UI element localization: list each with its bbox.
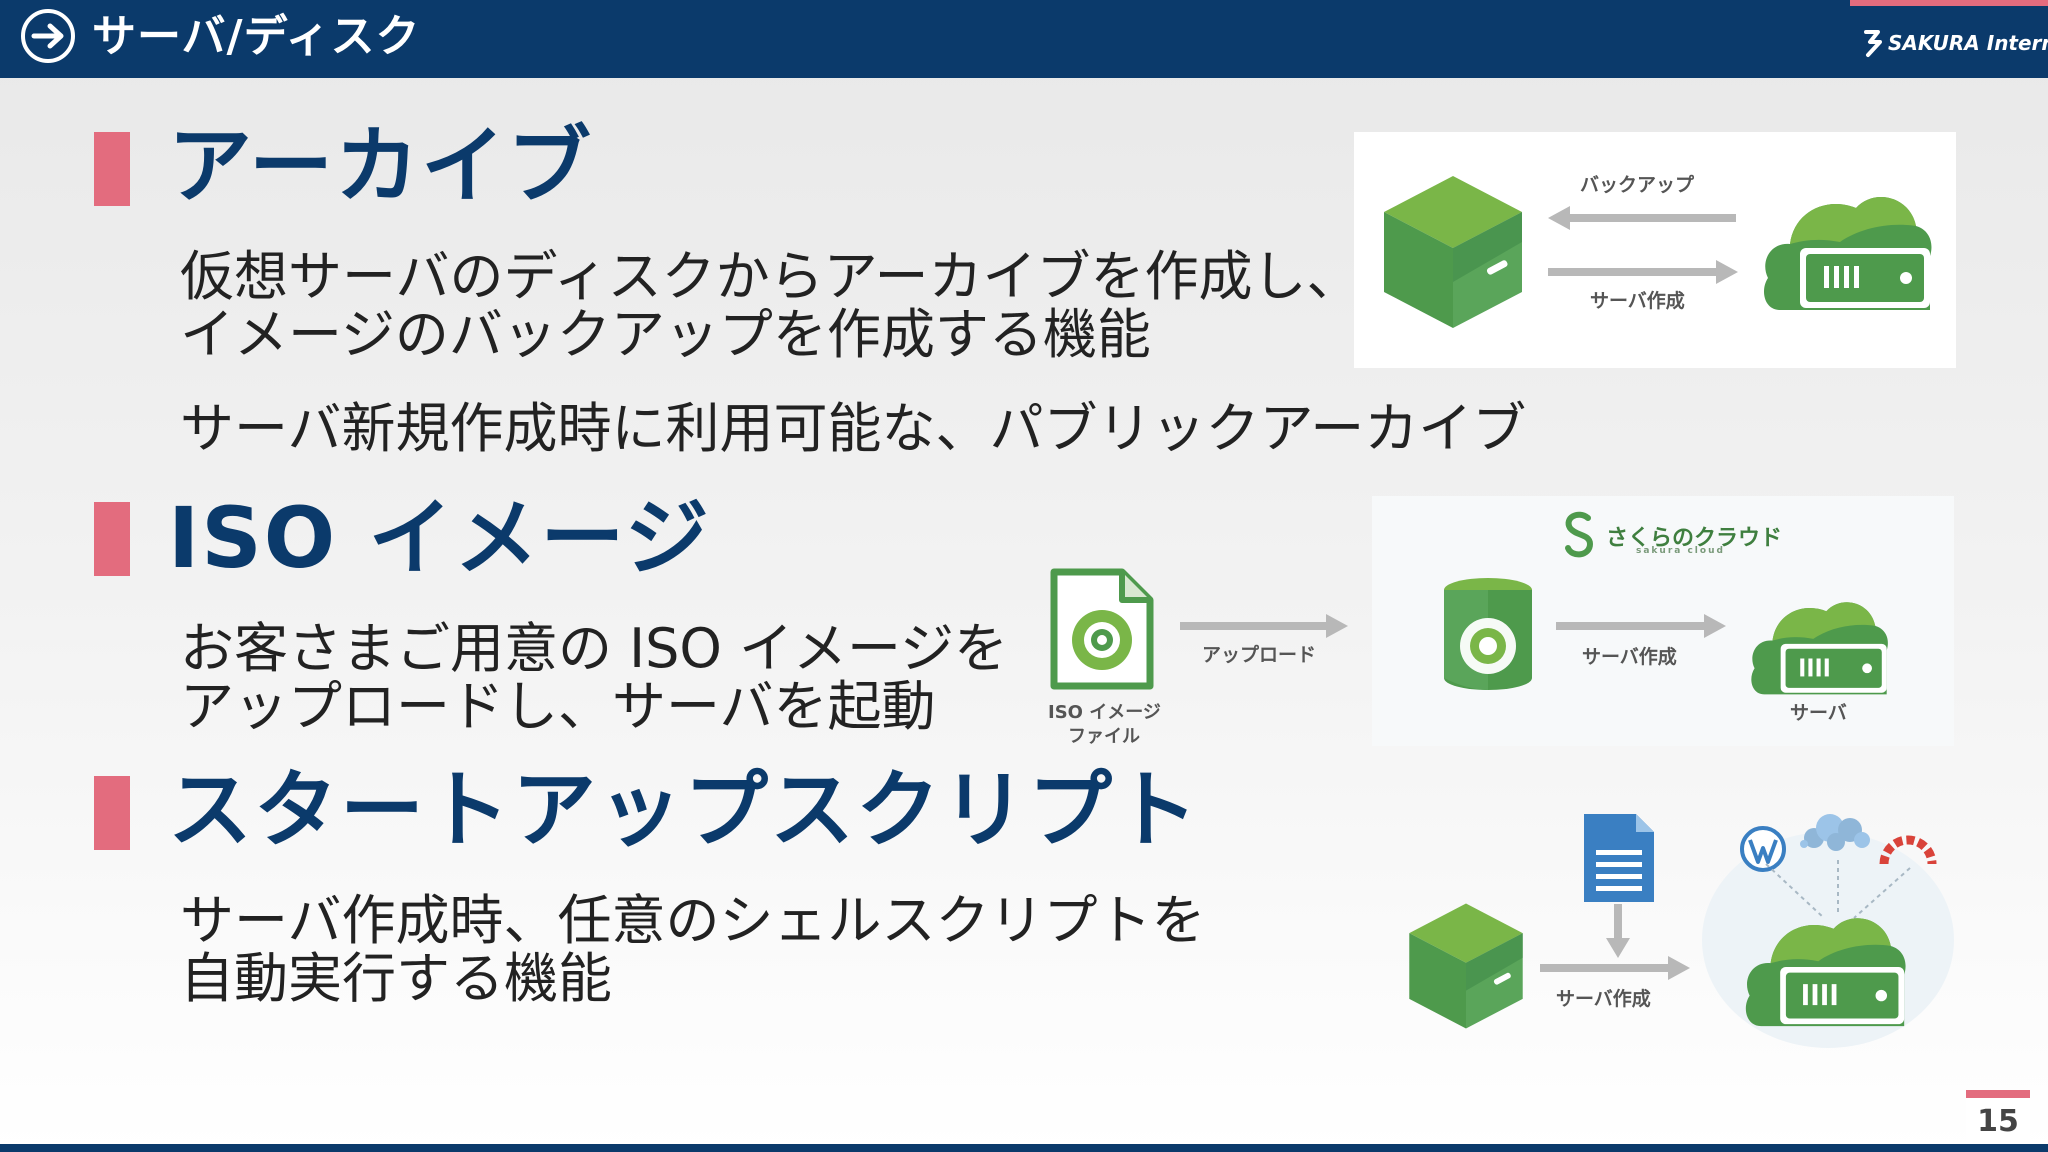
sakura-cloud-logo-icon xyxy=(1565,511,1594,558)
iso-create-label: サーバ作成 xyxy=(1582,646,1677,668)
archive-desc-line2: イメージのバックアップを作成する機能 xyxy=(180,303,1151,366)
iso-file-label-line1: ISO イメージ xyxy=(1048,702,1161,723)
redmine-icon xyxy=(1879,835,1937,865)
section-title-startup: スタートアップスクリプト xyxy=(168,761,1201,859)
startup-create-label: サーバ作成 xyxy=(1556,988,1651,1010)
create-arrow-icon xyxy=(1540,956,1690,980)
logo-text: SAKURA Internet xyxy=(1888,31,2048,55)
iso-file-label-line2: ファイル xyxy=(1068,726,1140,747)
iso-file-icon xyxy=(1050,568,1154,690)
page-number-box xyxy=(1966,1098,2030,1148)
header-accent-line xyxy=(1850,0,2048,6)
owncloud-icon xyxy=(1800,814,1870,851)
upload-label: アップロード xyxy=(1202,644,1317,666)
section-marker xyxy=(94,502,130,576)
disk-icon xyxy=(1444,578,1532,690)
create-arrow-icon xyxy=(1556,614,1726,638)
cloud-server-icon xyxy=(1745,918,1906,1027)
footer-rule xyxy=(0,1144,2048,1152)
section-title-iso: ISO イメージ xyxy=(168,489,711,587)
section-title-archive: アーカイブ xyxy=(168,117,593,215)
public-archive-desc: サーバ新規作成時に利用可能な、パブリックアーカイブ xyxy=(180,397,1527,460)
create-arrow-icon xyxy=(1548,260,1738,284)
sakura-cloud-brand: さくらのクラウド xyxy=(1606,526,1783,551)
page-number-accent xyxy=(1966,1090,2030,1098)
script-document-icon xyxy=(1584,814,1654,902)
upload-arrow-icon xyxy=(1180,614,1348,638)
archive-create-label: サーバ作成 xyxy=(1590,290,1685,312)
iso-server-label: サーバ xyxy=(1790,702,1847,724)
iso-desc-line1: お客さまご用意の ISO イメージを xyxy=(180,617,1008,680)
down-arrow-icon xyxy=(1606,904,1630,958)
arrow-right-circle-icon xyxy=(21,9,75,63)
connector-lines xyxy=(1765,860,1911,919)
page-title: サーバ/ディスク xyxy=(92,11,421,62)
page-number: 15 xyxy=(1977,1104,2019,1139)
startup-desc-line1: サーバ作成時、任意のシェルスクリプトを xyxy=(180,889,1206,952)
wordpress-icon xyxy=(1740,826,1786,872)
section-marker xyxy=(94,776,130,850)
section-marker xyxy=(94,132,130,206)
archive-desc-line1: 仮想サーバのディスクからアーカイブを作成し、 xyxy=(180,245,1361,308)
header-bar xyxy=(0,0,2048,78)
sakura-cloud-brand-sub: sakura cloud xyxy=(1636,546,1725,556)
cloud-server-icon xyxy=(1751,602,1888,695)
cloud-server-icon xyxy=(1764,196,1932,310)
startup-desc-line2: 自動実行する機能 xyxy=(180,947,612,1010)
archive-box-icon xyxy=(1384,176,1522,328)
backup-label: バックアップ xyxy=(1580,174,1695,196)
sakura-logo-icon xyxy=(1864,30,1882,57)
backup-arrow-icon xyxy=(1548,206,1736,230)
archive-box-icon xyxy=(1409,903,1523,1029)
iso-desc-line2: アップロードし、サーバを起動 xyxy=(180,675,936,738)
